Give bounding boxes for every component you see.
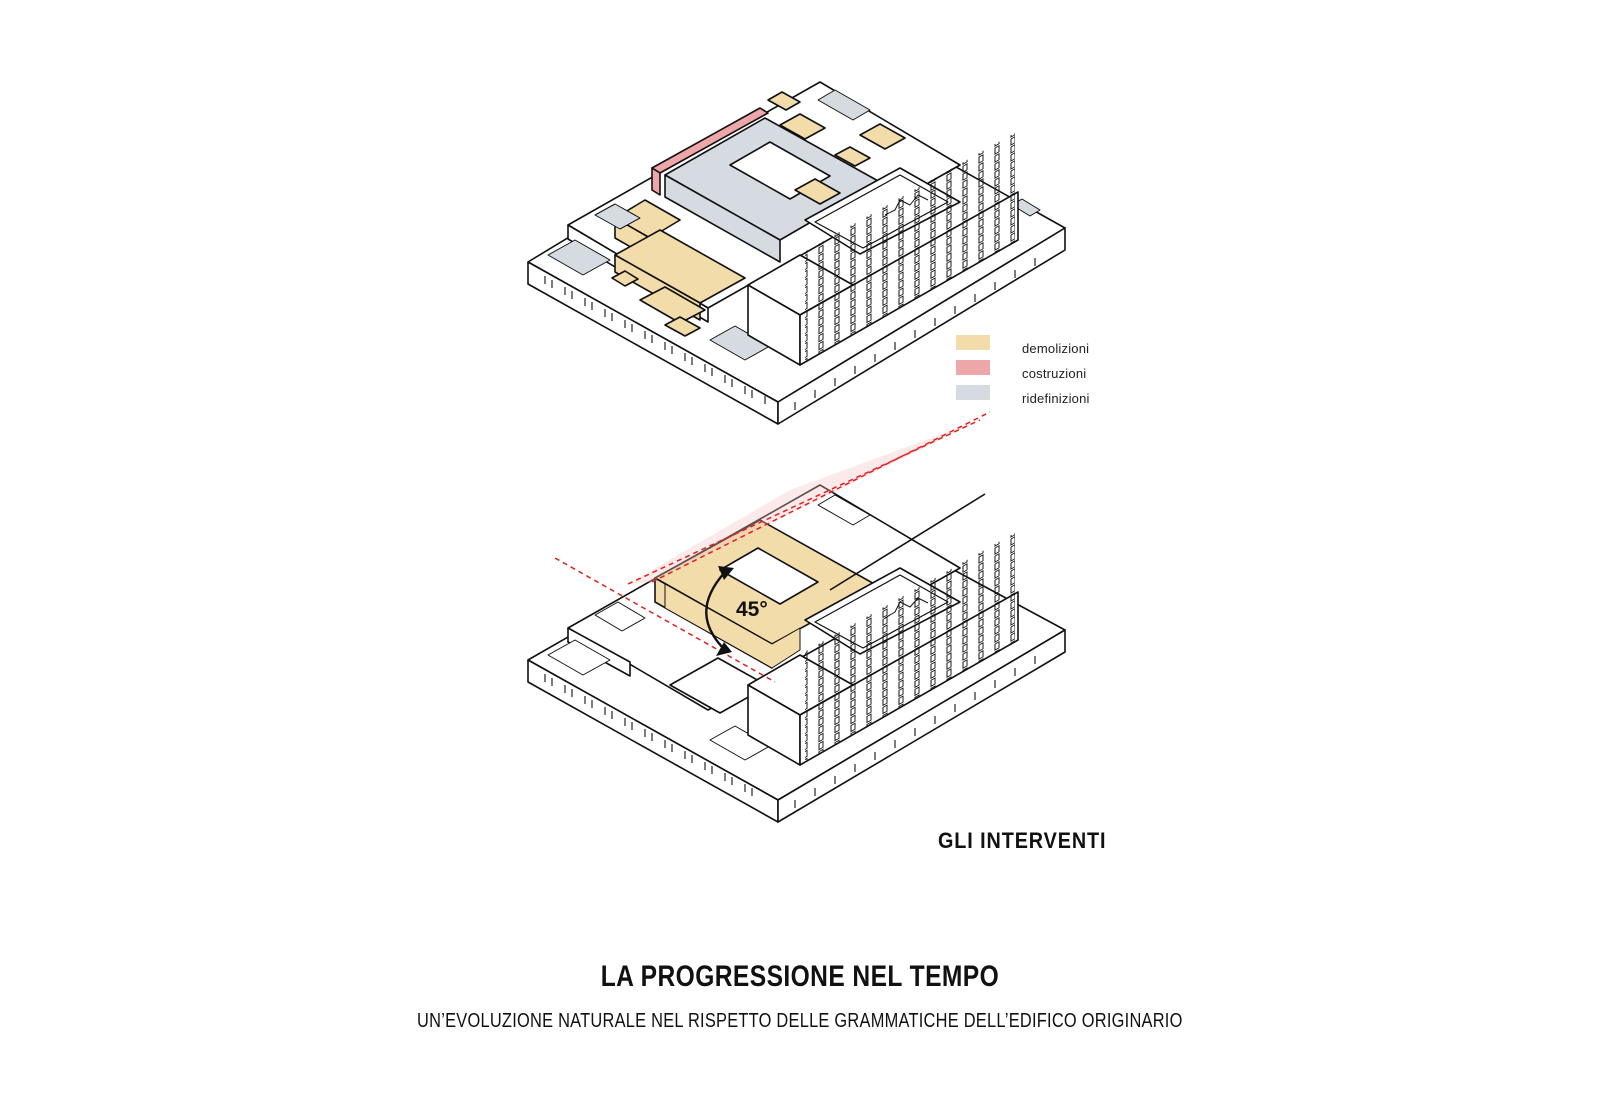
top-stairs (547, 89, 1041, 361)
angle-arc (705, 571, 726, 651)
legend-label-costruzioni: costruzioni (1022, 366, 1087, 381)
angle-arrow-bottom (716, 642, 732, 656)
legend-swatch-ridefinizioni (956, 385, 990, 400)
top-yellow-3 (639, 286, 706, 324)
top-yellow-4 (779, 113, 826, 140)
legend-swatch-costruzioni (956, 360, 990, 375)
bottom-axonometric-model (527, 484, 1066, 823)
angle-label: 45° (736, 598, 768, 621)
top-grey-face (664, 174, 781, 263)
legend-swatch-demolizioni (956, 335, 990, 350)
sight-lines (554, 411, 991, 683)
top-red-strip-face (651, 167, 661, 196)
bottom-base-windows (544, 656, 1036, 808)
page-title: LA PROGRESSIONE NEL TEMPO (600, 960, 1000, 993)
legend-label-ridefinizioni: ridefinizioni (1022, 391, 1090, 406)
angle-arrow-top (718, 566, 734, 580)
bottom-stairs (547, 494, 871, 761)
page-subtitle: UN’EVOLUZIONE NATURALE NEL RISPETTO DELL… (417, 1010, 1183, 1032)
top-axonometric-model (527, 81, 1066, 425)
legend-label-demolizioni: demolizioni (1022, 341, 1090, 356)
section-title: GLI INTERVENTI (938, 828, 1107, 853)
top-base-windows (544, 258, 1036, 410)
top-base-right-face (777, 227, 1066, 425)
